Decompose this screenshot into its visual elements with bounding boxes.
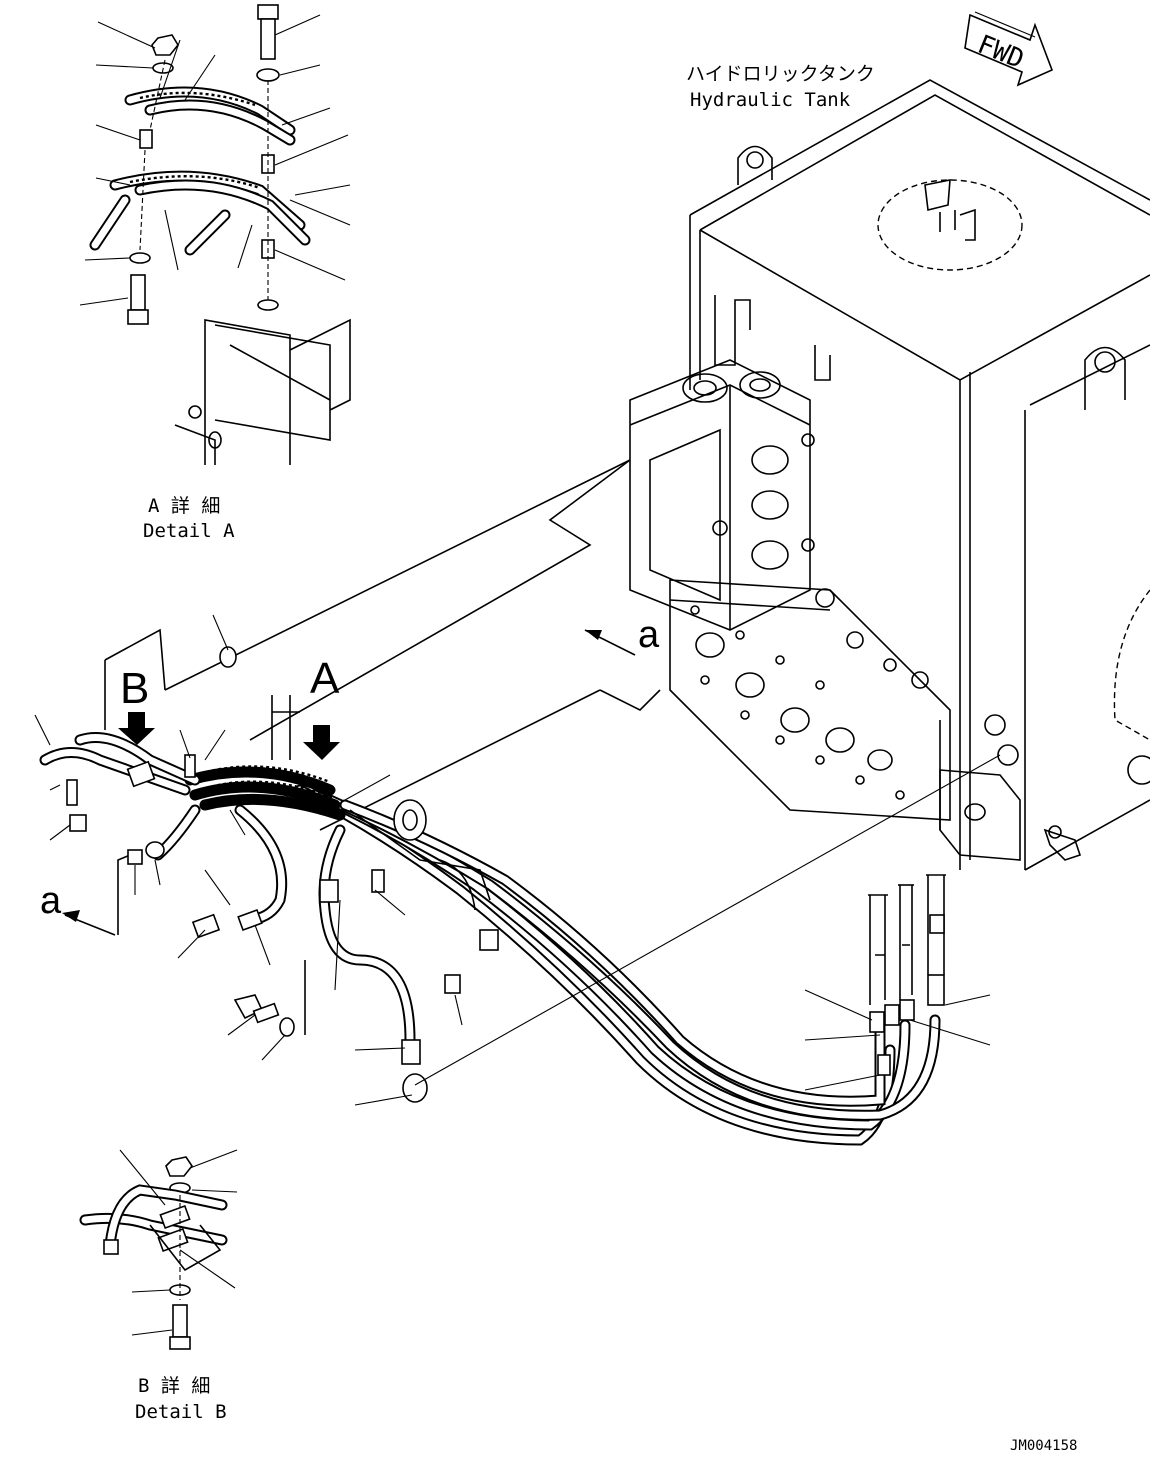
tank-label-jp: ハイドロリックタンク — [686, 63, 875, 85]
detail-b-label-en: Detail B — [135, 1401, 227, 1423]
detail-b-label-jp: B 詳 細 — [138, 1375, 210, 1397]
section-a-lower-top: a — [638, 614, 660, 656]
section-a-lower-left: a — [40, 880, 62, 922]
view-a-letter: A — [310, 654, 340, 703]
detail-a-inset — [79, 4, 351, 465]
tank-label-en: Hydraulic Tank — [690, 89, 851, 111]
main-hose-assembly — [34, 614, 1001, 1146]
fwd-arrow: FWD — [964, 11, 1054, 87]
view-callouts — [62, 459, 661, 1035]
drawing-number: JM004158 — [1010, 1438, 1077, 1454]
detail-b-inset — [79, 1149, 238, 1350]
view-b-letter: B — [120, 664, 149, 713]
hydraulic-tank — [689, 79, 1150, 871]
detail-a-label-jp: A 詳 細 — [148, 495, 220, 517]
detail-a-label-en: Detail A — [143, 520, 235, 542]
control-valve — [629, 295, 1021, 861]
